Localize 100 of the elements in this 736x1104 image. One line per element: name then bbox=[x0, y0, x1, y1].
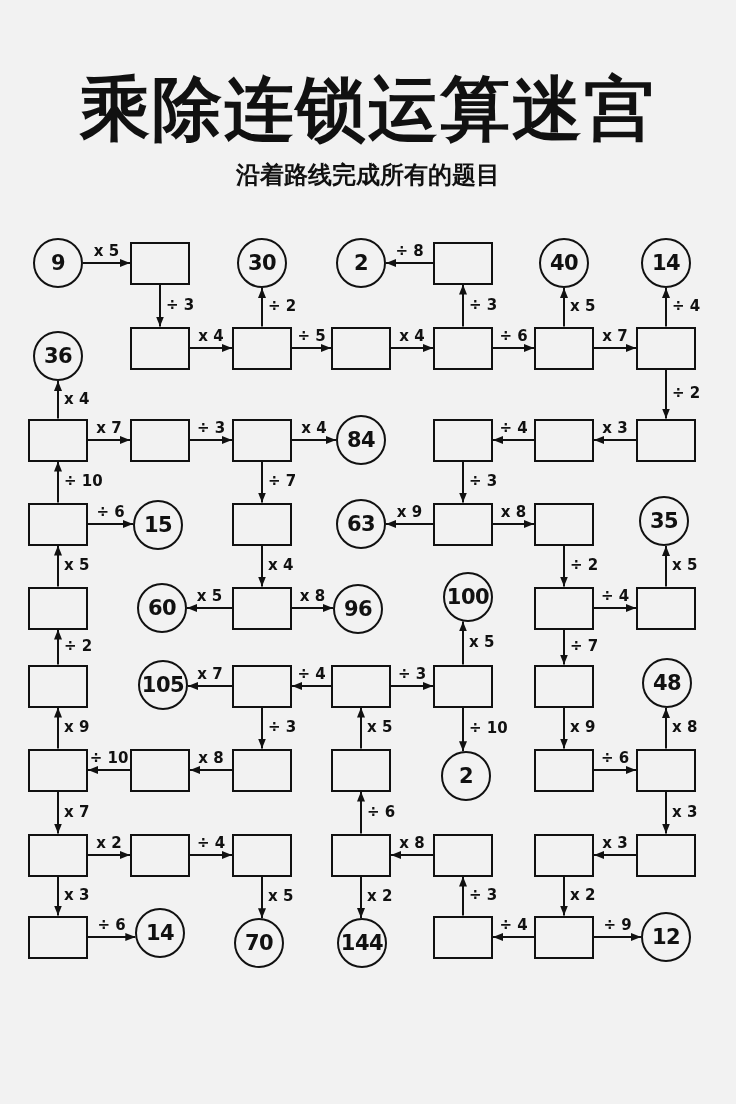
arrow bbox=[593, 436, 637, 444]
edge-label: x 2 bbox=[570, 888, 596, 903]
arrow bbox=[258, 287, 266, 328]
answer-box bbox=[232, 833, 292, 877]
arrow bbox=[186, 604, 233, 612]
number-circle: 40 bbox=[539, 238, 589, 288]
arrow bbox=[390, 851, 434, 859]
arrow bbox=[156, 283, 164, 328]
answer-box bbox=[28, 833, 88, 877]
answer-box bbox=[636, 833, 696, 877]
edge-label: ÷ 6 bbox=[96, 505, 125, 520]
answer-box bbox=[534, 586, 594, 630]
number-circle: 63 bbox=[336, 499, 386, 549]
arrow bbox=[54, 380, 62, 420]
arrow bbox=[54, 460, 62, 504]
arrow bbox=[593, 933, 642, 941]
edge-label: x 5 bbox=[672, 558, 698, 574]
number-circle: 2 bbox=[336, 238, 386, 288]
edge-label: ÷ 7 bbox=[268, 474, 297, 489]
arrow bbox=[87, 766, 131, 774]
edge-label: x 5 bbox=[570, 299, 596, 315]
arrow bbox=[54, 706, 62, 750]
edge-label: x 3 bbox=[602, 836, 628, 851]
arrow bbox=[492, 344, 535, 352]
edge-label: x 3 bbox=[64, 888, 90, 903]
edge-label: ÷ 3 bbox=[166, 297, 195, 313]
arrow bbox=[593, 766, 637, 774]
edge-label: ÷ 2 bbox=[268, 299, 297, 315]
edge-label: x 9 bbox=[396, 505, 423, 520]
answer-box bbox=[130, 748, 190, 792]
edge-label: ÷ 7 bbox=[570, 639, 599, 654]
answer-box bbox=[28, 586, 88, 630]
edge-label: ÷ 10 bbox=[89, 751, 129, 766]
answer-box bbox=[534, 664, 594, 708]
answer-box bbox=[331, 748, 391, 792]
arrow bbox=[189, 851, 233, 859]
answer-box bbox=[534, 418, 594, 462]
edge-label: x 4 bbox=[399, 329, 425, 344]
edge-label: ÷ 2 bbox=[64, 639, 93, 654]
arrow bbox=[492, 933, 535, 941]
edge-label: x 4 bbox=[301, 421, 327, 436]
edge-label: ÷ 3 bbox=[397, 667, 427, 682]
edge-label: x 2 bbox=[96, 836, 122, 851]
answer-box bbox=[636, 326, 696, 370]
edge-label: x 5 bbox=[64, 558, 90, 573]
title: 乘除连锁运算迷宫 bbox=[80, 74, 656, 144]
number-circle: 14 bbox=[641, 238, 691, 288]
edge-label: x 5 bbox=[367, 720, 393, 735]
answer-box bbox=[130, 418, 190, 462]
answer-box bbox=[433, 241, 493, 285]
edge-label: ÷ 6 bbox=[97, 918, 126, 933]
edge-label: x 8 bbox=[399, 836, 425, 851]
edge-label: x 7 bbox=[64, 804, 90, 820]
arrow bbox=[459, 706, 467, 753]
answer-box bbox=[534, 326, 594, 370]
arrow bbox=[87, 851, 131, 859]
answer-box bbox=[433, 502, 493, 546]
answer-box bbox=[130, 833, 190, 877]
arrow bbox=[662, 287, 670, 328]
answer-box bbox=[534, 915, 594, 959]
arrow bbox=[87, 933, 137, 941]
arrow bbox=[492, 520, 535, 528]
number-circle: 105 bbox=[138, 660, 188, 710]
number-circle: 35 bbox=[639, 496, 689, 546]
answer-box bbox=[232, 418, 292, 462]
arrow bbox=[87, 520, 134, 528]
answer-box bbox=[534, 502, 594, 546]
arrow bbox=[560, 628, 568, 666]
arrow bbox=[459, 620, 467, 666]
subtitle: 沿着路线完成所有的题目 bbox=[236, 162, 500, 189]
edge-label: x 8 bbox=[198, 751, 224, 766]
edge-label: ÷ 3 bbox=[268, 720, 297, 735]
arrow bbox=[662, 707, 670, 750]
edge-label: ÷ 4 bbox=[499, 918, 528, 933]
arrow bbox=[54, 544, 62, 588]
edge-label: ÷ 10 bbox=[64, 474, 103, 489]
arrow bbox=[291, 682, 332, 690]
edge-label: ÷ 3 bbox=[469, 297, 498, 313]
edge-label: ÷ 6 bbox=[600, 751, 630, 766]
arrow bbox=[385, 259, 434, 267]
edge-label: ÷ 6 bbox=[367, 804, 396, 820]
answer-box bbox=[232, 664, 292, 708]
arrow bbox=[258, 544, 266, 588]
answer-box bbox=[232, 502, 292, 546]
answer-box bbox=[28, 748, 88, 792]
arrow bbox=[291, 436, 337, 444]
number-circle: 48 bbox=[642, 658, 692, 708]
arrow bbox=[390, 682, 434, 690]
number-circle: 36 bbox=[33, 331, 83, 381]
answer-box bbox=[232, 586, 292, 630]
answer-box bbox=[636, 586, 696, 630]
number-circle: 9 bbox=[33, 238, 83, 288]
edge-label: x 8 bbox=[299, 589, 326, 604]
number-circle: 144 bbox=[337, 918, 387, 968]
edge-label: x 5 bbox=[268, 889, 294, 905]
arrow bbox=[459, 283, 467, 328]
answer-box bbox=[28, 418, 88, 462]
edge-label: ÷ 8 bbox=[395, 244, 424, 259]
number-circle: 70 bbox=[234, 918, 284, 968]
edge-label: ÷ 9 bbox=[603, 918, 632, 933]
